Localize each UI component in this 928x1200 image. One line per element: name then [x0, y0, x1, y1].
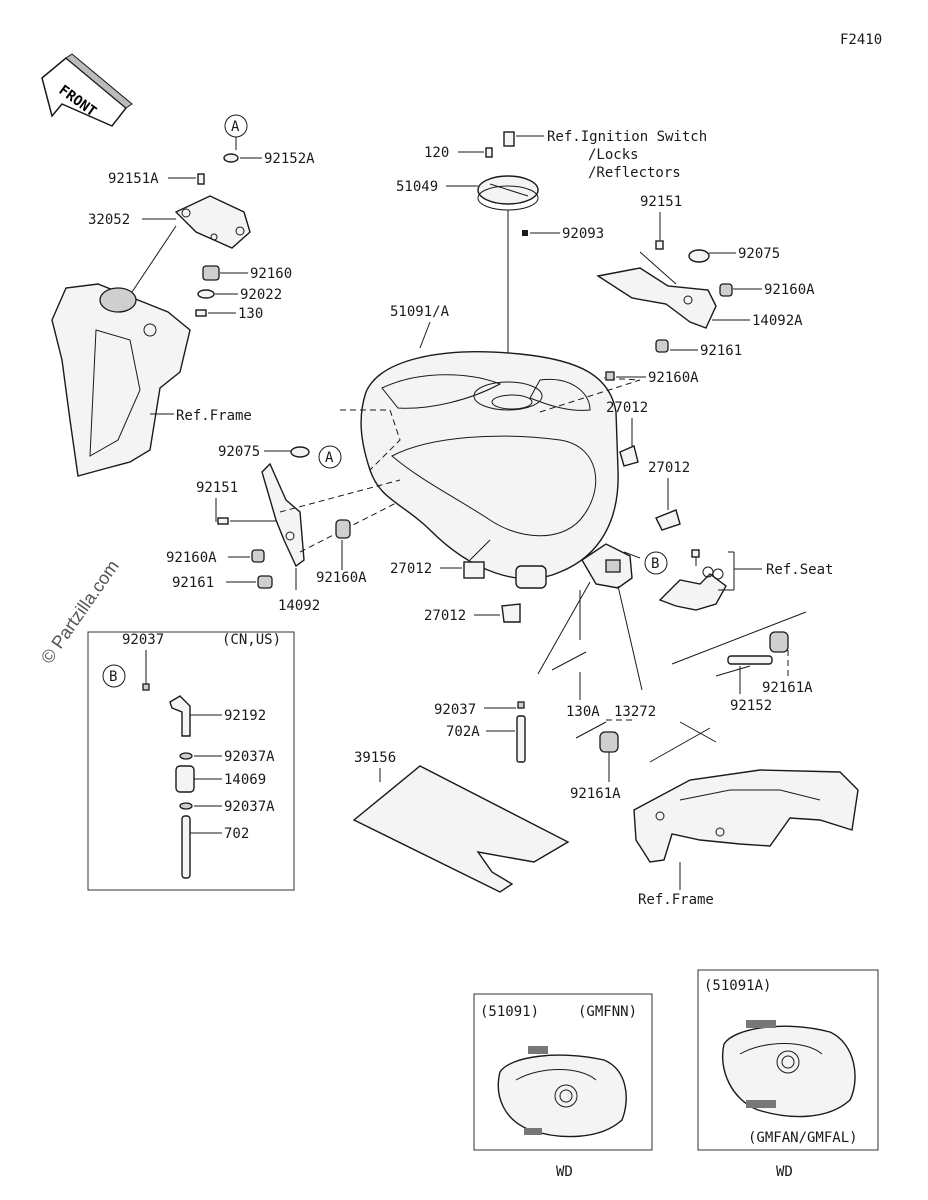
label-92151: 92151 [640, 194, 682, 210]
bolt-icon [197, 173, 205, 185]
label-14092: 14092 [278, 598, 320, 614]
variant-left-part: (51091) [480, 1004, 539, 1020]
svg-text:A: A [231, 119, 240, 135]
label-702: 702 [224, 826, 249, 842]
svg-text:A: A [325, 450, 334, 466]
label-27012-b: 27012 [648, 460, 690, 476]
label-13272: 13272 [614, 704, 656, 720]
variant-left-caption: WD [556, 1164, 573, 1180]
label-120: 120 [424, 145, 449, 161]
bracket-32052 [174, 195, 251, 249]
callout-a-tank: A [318, 445, 342, 469]
page-code: F2410 [840, 32, 882, 48]
fuel-tank-part [360, 351, 619, 580]
label-ref-ignition-3: /Reflectors [588, 165, 681, 181]
label-14069: 14069 [224, 772, 266, 788]
filter-14069 [175, 765, 195, 793]
label-92151-left: 92151 [196, 480, 238, 496]
label-32052: 32052 [88, 212, 130, 228]
variant-box-left: (51091) (GMFNN) WD [473, 993, 653, 1180]
label-92161-right: 92161 [700, 343, 742, 359]
label-92160A-left2: 92160A [316, 570, 367, 586]
label-92160A-right: 92160A [764, 282, 815, 298]
hose-702 [181, 815, 191, 879]
label-ref-frame-right: Ref.Frame [638, 892, 714, 908]
label-92192: 92192 [224, 708, 266, 724]
bracket-14092A [596, 267, 717, 329]
mat-39156 [352, 765, 570, 893]
frame-left-part [51, 283, 191, 477]
label-92093: 92093 [562, 226, 604, 242]
label-92037: 92037 [434, 702, 476, 718]
label-92160A-left: 92160A [166, 550, 217, 566]
label-14092A: 14092A [752, 313, 803, 329]
label-ref-ignition-1: Ref.Ignition Switch [547, 129, 707, 145]
label-92022: 92022 [240, 287, 282, 303]
label-ref-ignition-2: /Locks [588, 147, 639, 163]
svg-text:B: B [651, 556, 659, 572]
variant-box-right: (51091A) (GMFAN/GMFAL) WD [697, 969, 879, 1180]
label-51091A: 51091/A [390, 304, 450, 320]
label-27012-d: 27012 [424, 608, 466, 624]
variant-right-part: (51091A) [704, 978, 771, 994]
label-51049: 51049 [396, 179, 438, 195]
label-ref-frame-left: Ref.Frame [176, 408, 252, 424]
front-arrow-icon: FRONT [41, 53, 133, 127]
callout-b-main: B [644, 551, 668, 575]
label-92037A-2: 92037A [224, 799, 275, 815]
grommet-icon [202, 265, 220, 281]
label-92161-left: 92161 [172, 575, 214, 591]
variant-right-code: (GMFAN/GMFAL) [748, 1130, 858, 1146]
label-39156: 39156 [354, 750, 396, 766]
bracket-14092 [261, 462, 305, 568]
variant-left-code: (GMFNN) [578, 1004, 637, 1020]
label-92037-inset: 92037 [122, 632, 164, 648]
svg-text:B: B [109, 669, 117, 685]
label-92075-left: 92075 [218, 444, 260, 460]
label-130A: 130A [566, 704, 600, 720]
label-ref-seat: Ref.Seat [766, 562, 833, 578]
label-92161A-left: 92161A [570, 786, 621, 802]
label-cnus: (CN,US) [222, 632, 281, 648]
label-92160: 92160 [250, 266, 292, 282]
label-92037A-1: 92037A [224, 749, 275, 765]
frame-right-part [633, 769, 859, 863]
inset-box-cnus [87, 631, 295, 891]
variant-right-caption: WD [776, 1164, 793, 1180]
callout-b-inset: B [102, 664, 126, 688]
label-92075-right: 92075 [738, 246, 780, 262]
label-92151A: 92151A [108, 171, 159, 187]
label-27012-c: 27012 [390, 561, 432, 577]
label-27012-a: 27012 [606, 400, 648, 416]
callout-a-top: A [224, 114, 248, 138]
label-130: 130 [238, 306, 263, 322]
watermark: © Partzilla.com [37, 556, 123, 667]
label-702A: 702A [446, 724, 480, 740]
seat-lock-part [658, 573, 727, 611]
label-92152A: 92152A [264, 151, 315, 167]
washer-icon [223, 153, 239, 163]
hose-92192 [169, 695, 191, 737]
label-92160A-mid: 92160A [648, 370, 699, 386]
label-92161A-right: 92161A [762, 680, 813, 696]
label-92152: 92152 [730, 698, 772, 714]
